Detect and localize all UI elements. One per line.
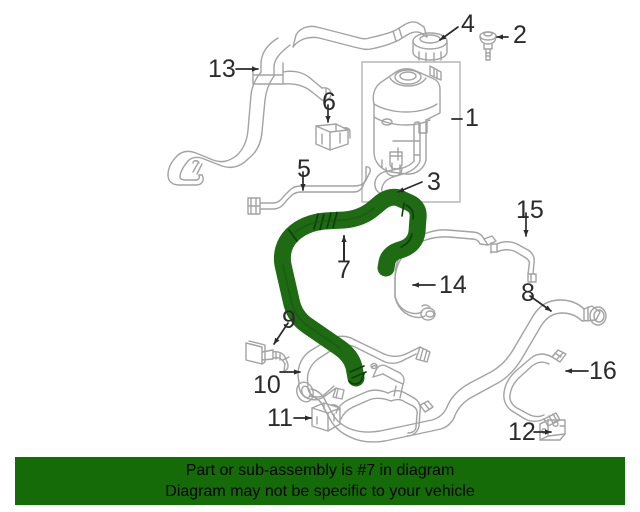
part-bottom-twin-hose-assembly (296, 362, 434, 438)
diagram-linework (167, 21, 607, 443)
callout-label-2: 2 (513, 21, 527, 49)
part-13-heater-inlet-hose (167, 25, 372, 186)
callout-label-14: 14 (439, 271, 467, 299)
callout-label-15: 15 (516, 196, 544, 224)
part-11-hose-retainer-clamp (311, 402, 341, 432)
part-10-bypass-hose (297, 335, 431, 401)
callout-label-9: 9 (282, 306, 296, 334)
part-1-coolant-reservoir-box (361, 61, 461, 203)
callout-label-1: 1 (465, 104, 479, 132)
callout-label-10: 10 (253, 371, 281, 399)
callout-label-6: 6 (322, 88, 336, 116)
part-5-vent-tube (247, 166, 371, 215)
part-2-bolt (479, 31, 497, 61)
part-7-radiator-coolant-hose-highlighted (273, 188, 427, 387)
part-4-reservoir-cap (412, 32, 448, 62)
part-12-mounting-bracket (539, 419, 566, 441)
callout-label-5: 5 (297, 155, 311, 183)
callout-label-16: 16 (589, 357, 617, 385)
part-16-return-hose (503, 349, 567, 427)
callout-label-13: 13 (208, 55, 236, 83)
part-1-coolant-reservoir-tank (372, 65, 442, 177)
callout-label-8: 8 (521, 279, 535, 307)
callout-leader-lines (235, 26, 589, 435)
callout-label-12: 12 (508, 418, 536, 446)
callout-label-4: 4 (461, 10, 475, 38)
callout-label-7: 7 (337, 256, 351, 284)
part-15-short-connector-hose (490, 241, 537, 283)
callout-label-11: 11 (267, 404, 293, 432)
part-6-hose-clip-bracket (315, 123, 351, 151)
callout-label-3: 3 (427, 168, 441, 196)
notice-line-1: Part or sub-assembly is #7 in diagram (185, 462, 455, 479)
notice-banner: Part or sub-assembly is #7 in diagram Di… (15, 457, 625, 505)
part-upper-right-hose-stub (368, 21, 428, 50)
notice-line-2: Diagram may not be specific to your vehi… (165, 483, 475, 500)
part-9-coolant-temperature-sensor (245, 340, 290, 372)
